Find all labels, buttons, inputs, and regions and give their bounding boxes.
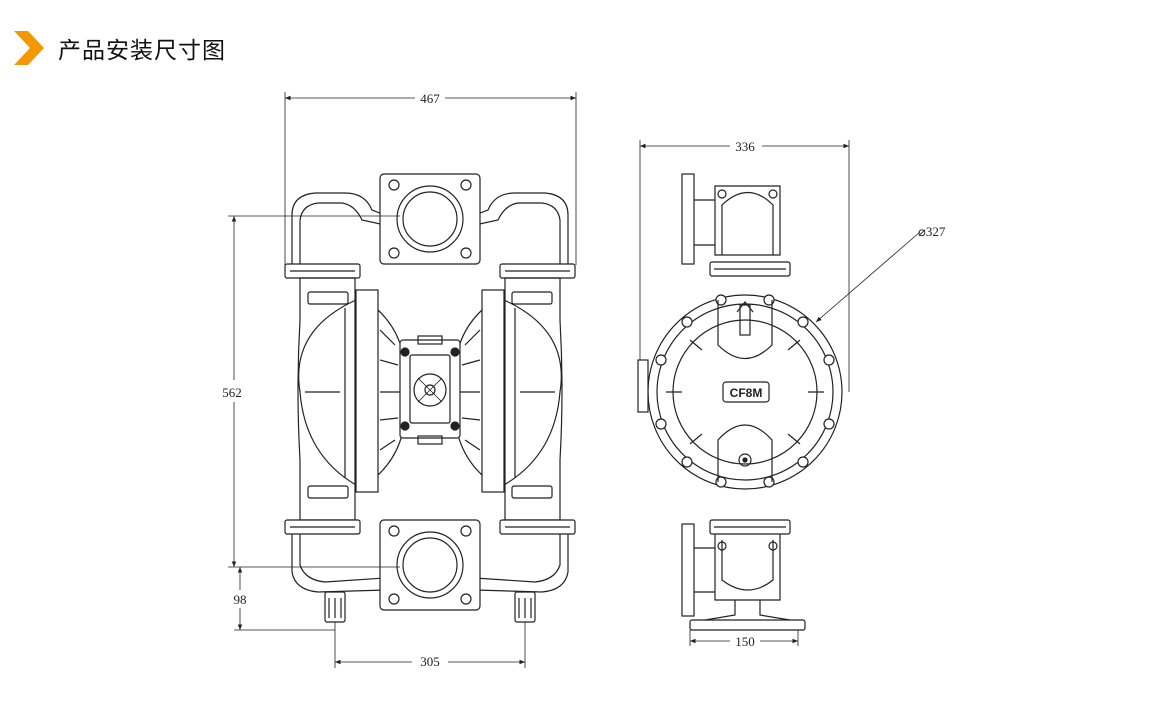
dim-front-foot-span: 305	[420, 654, 440, 669]
page-title: 产品安装尺寸图	[58, 38, 226, 64]
dim-front-height: 562	[222, 385, 242, 400]
dim-front-width: 467	[420, 91, 440, 106]
material-mark: CF8M	[730, 386, 763, 400]
dim-side-width: 336	[735, 139, 755, 154]
section-header: 产品安装尺寸图	[14, 28, 226, 68]
chevron-right-icon	[14, 31, 44, 65]
side-dimensions	[639, 140, 921, 646]
side-view	[637, 173, 843, 631]
front-dimensions	[228, 92, 577, 668]
front-view	[284, 173, 576, 623]
dim-front-foot-height: 98	[234, 592, 247, 607]
dim-side-base: 150	[735, 634, 755, 649]
dim-side-diameter: ⌀327	[918, 224, 946, 239]
